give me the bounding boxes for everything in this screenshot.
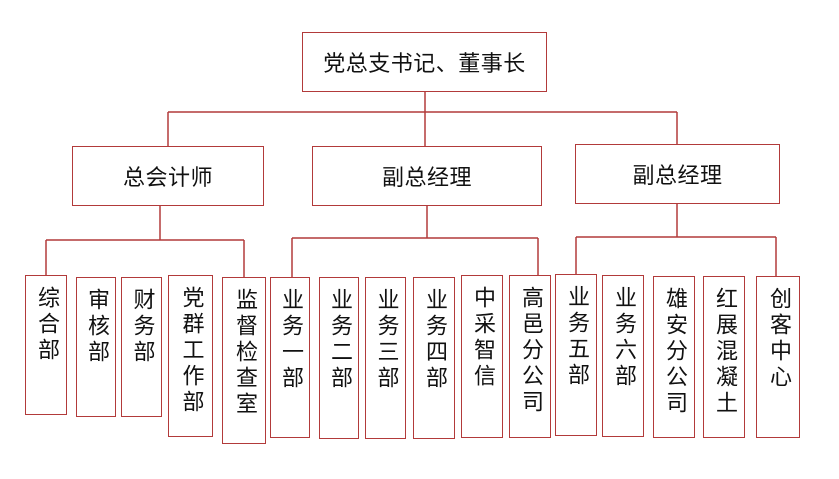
node-dept-audit: 审核部 bbox=[76, 277, 116, 417]
node-gaoyi-branch: 高邑分公司 bbox=[509, 275, 551, 438]
node-label: 总会计师 bbox=[122, 166, 213, 191]
node-dept-supervision: 监督检查室 bbox=[222, 277, 266, 444]
node-dept-finance: 财务部 bbox=[121, 277, 162, 417]
node-label: 业务六部 bbox=[611, 286, 636, 390]
node-label: 业务三部 bbox=[373, 288, 399, 392]
node-label: 党群工作部 bbox=[178, 286, 204, 416]
node-dept-party-affairs: 党群工作部 bbox=[168, 275, 213, 437]
node-deputy-gm-1: 副总经理 bbox=[312, 146, 542, 206]
node-label: 业务二部 bbox=[327, 288, 352, 392]
node-chief-accountant: 总会计师 bbox=[72, 146, 264, 206]
node-zhongcai-zhixin: 中采智信 bbox=[461, 275, 503, 438]
node-dept-business-2: 业务二部 bbox=[319, 277, 359, 439]
node-dept-business-3: 业务三部 bbox=[365, 277, 406, 439]
node-party-secretary-chairman: 党总支书记、董事长 bbox=[302, 32, 547, 92]
node-label: 财务部 bbox=[129, 288, 155, 366]
node-label: 审核部 bbox=[84, 288, 109, 366]
node-label: 党总支书记、董事长 bbox=[323, 52, 526, 77]
node-label: 副总经理 bbox=[381, 166, 472, 191]
node-label: 业务一部 bbox=[278, 288, 303, 392]
node-label: 中采智信 bbox=[470, 286, 495, 390]
node-dept-business-6: 业务六部 bbox=[602, 275, 644, 437]
node-dept-business-1: 业务一部 bbox=[270, 277, 310, 438]
node-label: 业务四部 bbox=[422, 288, 447, 392]
node-label: 雄安分公司 bbox=[662, 287, 687, 417]
node-label: 监督检查室 bbox=[232, 288, 257, 418]
node-deputy-gm-2: 副总经理 bbox=[575, 144, 780, 204]
node-dept-business-5: 业务五部 bbox=[555, 274, 597, 436]
node-label: 综合部 bbox=[34, 286, 59, 364]
node-dept-general: 综合部 bbox=[25, 275, 67, 415]
node-xiongan-branch: 雄安分公司 bbox=[653, 276, 695, 438]
node-label: 业务五部 bbox=[564, 285, 589, 389]
node-label: 副总经理 bbox=[632, 164, 723, 189]
node-hongzhan-concrete: 红展混凝土 bbox=[703, 276, 745, 438]
node-dept-business-4: 业务四部 bbox=[413, 277, 455, 439]
node-label: 红展混凝土 bbox=[712, 287, 737, 417]
node-label: 创客中心 bbox=[766, 287, 791, 391]
node-label: 高邑分公司 bbox=[518, 286, 543, 416]
node-maker-center: 创客中心 bbox=[756, 276, 800, 438]
